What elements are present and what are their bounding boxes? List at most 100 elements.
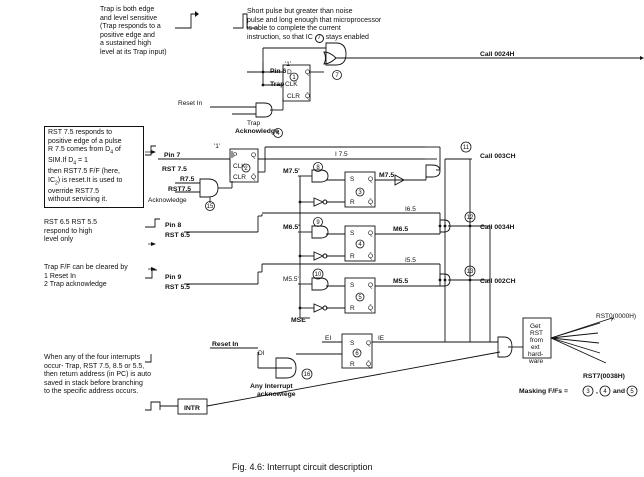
rst-box-line6: ware <box>528 358 543 365</box>
rst75-or-gate-15 <box>199 178 219 198</box>
svg-text:7: 7 <box>335 73 339 79</box>
m55p-label: M5.5' <box>283 276 299 283</box>
ff2-clr-label: CLR <box>233 174 246 181</box>
mse-label: MSE <box>291 317 306 324</box>
ff1-d-label: D <box>287 69 292 76</box>
svg-text:13: 13 <box>467 269 474 275</box>
inverter-bubble-row2 <box>322 253 328 259</box>
ff4-qbar-label: Q̄ <box>368 252 373 260</box>
masking-circle-5: 5 <box>626 385 638 397</box>
acknowledge-label: Acknowledge <box>148 197 187 204</box>
svg-text:4: 4 <box>603 389 607 395</box>
ff3-r-label: R <box>350 199 355 206</box>
ic-circle-5: 5 <box>355 292 365 302</box>
svg-text:5: 5 <box>358 295 362 301</box>
svg-text:8: 8 <box>316 165 320 171</box>
buffer-row1 <box>313 197 325 207</box>
rst75-ack-label: RST7.5 <box>168 186 191 193</box>
and-gate-10 <box>311 277 329 291</box>
rst65-note: RST 6.5 RST 5.5 respond to high level on… <box>44 219 98 244</box>
svg-text:10: 10 <box>315 272 322 278</box>
rst65-pin-label: RST 6.5 <box>165 232 190 239</box>
mask-flipflop-4 <box>344 225 376 262</box>
mask-flipflop-3 <box>344 171 376 208</box>
ff1-qbar-label: Q̄ <box>305 92 310 100</box>
call-002ch-label: Call 002CH <box>480 278 516 285</box>
ic-circle-6: 6 <box>352 348 362 358</box>
ic-circle-8: 8 <box>313 162 323 172</box>
ff4-q-label: Q <box>368 230 373 237</box>
inverter-bubble-row3 <box>322 305 328 311</box>
i65-label: I6.5 <box>405 206 416 213</box>
intr-waveform <box>145 401 161 411</box>
svg-text:16: 16 <box>304 372 311 378</box>
svg-text:3: 3 <box>586 389 590 395</box>
ff6-s-label: S <box>350 340 355 347</box>
any-int-line2: acknowlege <box>257 391 296 398</box>
and-gate-12 <box>439 219 451 233</box>
m75-label: M7.5 <box>379 172 394 179</box>
interrupts-note: When any of the four interrupts occur- T… <box>44 354 151 396</box>
ff3-q-label: Q <box>368 176 373 183</box>
di-label: DI <box>258 350 265 357</box>
trap-ack-line1: Trap <box>247 120 261 127</box>
figure-caption: Fig. 4.6: Interrupt circuit description <box>232 462 373 472</box>
ic-circle-14: 4 <box>273 128 283 138</box>
svg-text:6: 6 <box>355 351 359 357</box>
ff5-s-label: S <box>350 282 355 289</box>
ff4-r-label: R <box>350 253 355 260</box>
ff2-clk-label: CLK <box>233 163 246 170</box>
or-gate-16 <box>275 357 297 379</box>
and-gate-11 <box>425 164 441 178</box>
intr-label: INTR <box>184 405 200 412</box>
buffer-row2 <box>313 251 325 261</box>
call-0024h-label: Call 0024H <box>480 51 514 58</box>
ic-circle-11: 11 <box>460 141 472 153</box>
ff3-s-label: S <box>350 176 355 183</box>
trap-and-gate-out <box>325 42 347 66</box>
svg-text:4: 4 <box>358 242 362 248</box>
ff3-qbar-label: Q̄ <box>368 198 373 206</box>
and-gate-8 <box>311 169 329 183</box>
ic-circle-1: 1 <box>289 72 299 82</box>
svg-text:2: 2 <box>244 166 248 172</box>
masking-circle-4: 4 <box>599 385 611 397</box>
pin9-label: Pin 9 <box>165 274 181 281</box>
m55-label: M5.5 <box>393 278 408 285</box>
trap-note: Trap is both edge and level sensitive (T… <box>100 6 167 56</box>
m65-label: M6.5 <box>393 226 408 233</box>
reset-in-label-2: Reset In <box>212 341 238 348</box>
and-gate-13 <box>439 273 451 287</box>
m65p-label: M6.5' <box>283 224 300 231</box>
trap-ack-line2: Acknowledge <box>235 128 279 135</box>
ie-label: IE <box>378 335 385 342</box>
ic-circle-2: 2 <box>241 163 251 173</box>
svg-text:4: 4 <box>276 131 280 137</box>
buffer-row3 <box>313 303 325 313</box>
call-003ch-label: Call 003CH <box>480 153 516 160</box>
trap-and-gate <box>255 102 273 118</box>
ic-circle-10: 10 <box>312 268 324 280</box>
svg-text:11: 11 <box>463 145 470 151</box>
svg-text:9: 9 <box>316 220 320 226</box>
rst-box-line1: Get <box>530 323 541 330</box>
pin7-label: Pin 7 <box>164 152 180 159</box>
pin8-label: Pin 8 <box>165 222 181 229</box>
mask-wiring <box>160 146 523 407</box>
rst-box-line5: hard- <box>528 351 543 358</box>
rst55-waveform <box>145 269 157 279</box>
and-gate-9 <box>311 225 329 239</box>
masking-sep-1: , <box>596 388 598 395</box>
rst-box-line4: ext <box>531 344 540 351</box>
trap-or-gate-7 <box>323 51 337 65</box>
ff1-q-label: Q <box>305 69 310 76</box>
masking-circle-3: 3 <box>582 385 594 397</box>
ic-circle-3: 3 <box>355 187 365 197</box>
inverter-bubble-row1 <box>322 199 328 205</box>
m75p-label: M7.5' <box>283 168 300 175</box>
trap-flipflop-1 <box>282 64 311 102</box>
r75-label: R7.5 <box>180 176 195 183</box>
ei-waveform <box>145 354 152 363</box>
rst75-pin-label: RST 7.5 <box>162 166 187 173</box>
